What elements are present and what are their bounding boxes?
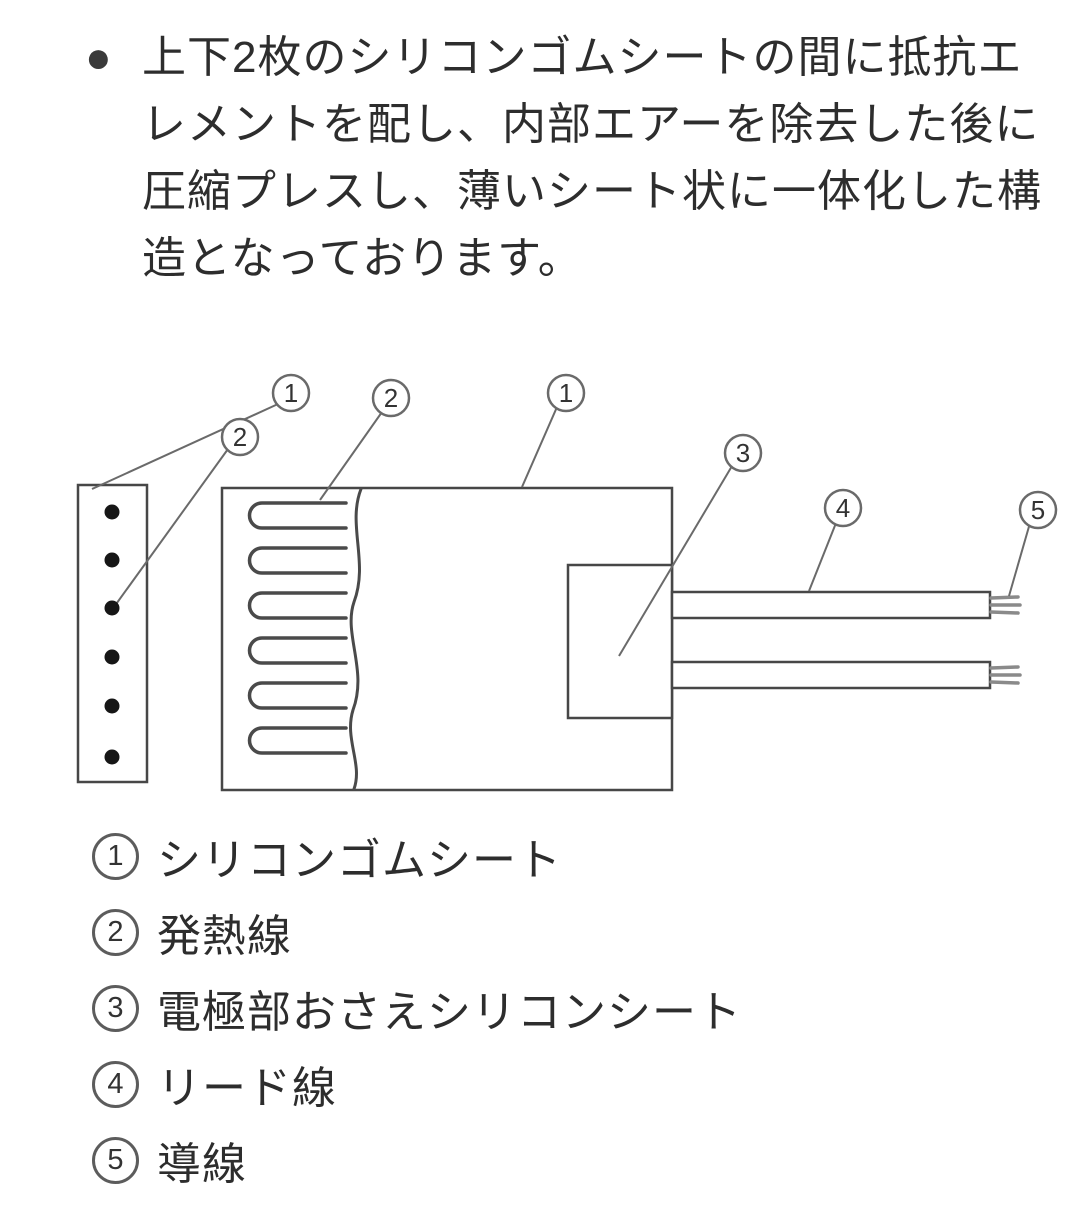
callout-number: 3 (736, 438, 750, 468)
heater-structure-svg: 1 2 2 1 3 4 5 (76, 373, 1058, 792)
legend-number-badge: 5 (92, 1136, 139, 1184)
electrode-dot (104, 749, 120, 765)
callout-number: 5 (1031, 495, 1045, 525)
lead-wire-lower (670, 660, 992, 690)
electrode-dot (104, 552, 120, 568)
conductor-strands-upper (989, 595, 1022, 615)
legend-number-badge: 3 (92, 984, 139, 1032)
legend: 1 シリコンゴムシート 2 発熱線 3 電極部おさえシリコンシート 4 リード線… (92, 828, 742, 1189)
callout-number: 4 (836, 493, 850, 523)
callout-line-2a (113, 448, 229, 608)
legend-item: 3 電極部おさえシリコンシート (92, 980, 742, 1037)
intro-line-text: 造となっております。 (142, 234, 583, 283)
callout-number: 1 (284, 378, 298, 408)
electrode-dot (104, 504, 120, 520)
heating-wire-turn (247, 726, 348, 755)
callout-circle-2b (371, 378, 411, 418)
legend-label: 電極部おさえシリコンシート (157, 988, 742, 1037)
intro-line-text: レメントを配し、内部エアーを除去した後に (142, 100, 1040, 149)
callout-circle-2a (220, 417, 260, 457)
heater-structure-diagram: 1 2 2 1 3 4 5 (0, 370, 1092, 830)
silicone-sheet-cross-section (76, 483, 149, 784)
legend-item: 4 リード線 (92, 1056, 742, 1113)
callout-number: 2 (384, 383, 398, 413)
conductor-strands-lower (989, 665, 1022, 685)
legend-number-badge: 2 (92, 908, 139, 956)
intro-line: ● 上下2枚のシリコンゴムシートの間に抵抗エ (85, 24, 1065, 91)
heating-wire-turn (247, 546, 348, 575)
legend-label: 導線 (157, 1140, 247, 1189)
callout-line-1a (91, 403, 279, 490)
lead-wire-upper (670, 590, 992, 620)
callout-circle-5 (1018, 490, 1058, 530)
callout-circle-1a (271, 373, 311, 413)
callout-line-4 (808, 522, 837, 592)
callout-circle-3 (723, 433, 763, 473)
callout-number: 2 (233, 422, 247, 452)
electrode-dots (104, 504, 120, 765)
electrode-dot (104, 600, 120, 616)
electrode-dot (104, 698, 120, 714)
legend-item: 1 シリコンゴムシート (92, 828, 742, 885)
callout-circle-4 (823, 488, 863, 528)
legend-number-badge: 4 (92, 1060, 139, 1108)
callout-circle-1b (546, 373, 586, 413)
callout-number: 1 (559, 378, 573, 408)
intro-line-text: 上下2枚のシリコンゴムシートの間に抵抗エ (142, 33, 1023, 82)
callout-circles (220, 373, 1058, 530)
intro-paragraph: ● 上下2枚のシリコンゴムシートの間に抵抗エ レメントを配し、内部エアーを除去した… (85, 24, 1065, 292)
electrode-dot (104, 649, 120, 665)
legend-label: シリコンゴムシート (157, 836, 562, 885)
callout-line-1b (521, 406, 558, 488)
legend-item: 2 発熱線 (92, 904, 742, 961)
callout-lines (91, 403, 1031, 657)
heating-wire-turn (247, 591, 348, 620)
electrode-press-sheet (566, 563, 674, 720)
callout-line-3 (618, 465, 733, 657)
callout-numbers: 1 2 2 1 3 4 5 (233, 378, 1045, 525)
legend-label: 発熱線 (157, 912, 292, 961)
heating-wire-coil (247, 487, 363, 791)
heating-wire-turn (247, 636, 348, 665)
callout-line-2b (319, 411, 383, 501)
bullet-icon: ● (85, 33, 113, 82)
cut-wave-line (349, 487, 363, 791)
intro-line-text: 圧縮プレスし、薄いシート状に一体化した構 (142, 167, 1042, 216)
heating-wire-turn (247, 501, 348, 530)
legend-item: 5 導線 (92, 1132, 742, 1189)
heating-wire-turn (247, 681, 348, 710)
legend-number-badge: 1 (92, 832, 139, 880)
legend-label: リード線 (157, 1064, 337, 1113)
callout-line-5 (1008, 522, 1031, 597)
